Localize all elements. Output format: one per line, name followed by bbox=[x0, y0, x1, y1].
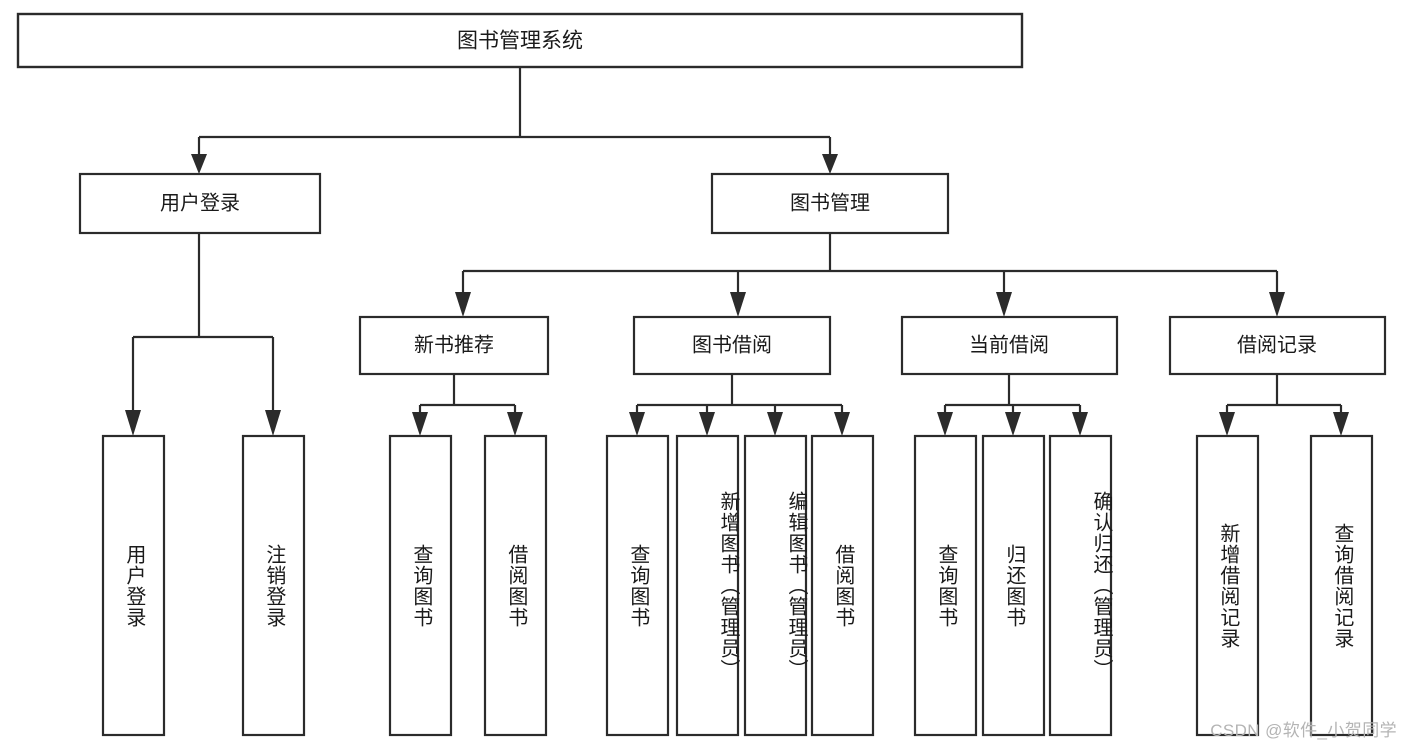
arrow-head-leaf-add-book bbox=[699, 412, 715, 436]
node-leaf-user-logout-box[interactable] bbox=[241, 434, 306, 737]
connector-book-borrow-to-leaves bbox=[629, 374, 850, 436]
node-book-manage-label: 图书管理 bbox=[790, 191, 870, 214]
arrow-head-leaf-confirm-return bbox=[1072, 412, 1088, 436]
arrow-head-current-borrow bbox=[996, 292, 1012, 317]
arrow-head-leaf-query-book-borrow bbox=[629, 412, 645, 436]
node-leaf-edit-book-box[interactable] bbox=[743, 434, 808, 737]
arrow-head-book-borrow bbox=[730, 292, 746, 317]
node-leaf-borrow-book-box[interactable] bbox=[810, 434, 875, 737]
node-leaf-borrow-book-rec-label: 借阅图书 bbox=[504, 543, 527, 628]
arrow-head-leaf-borrow-book-rec bbox=[507, 412, 523, 436]
node-book-borrow-box[interactable] bbox=[632, 315, 832, 376]
node-book-manage-box[interactable] bbox=[710, 172, 950, 235]
node-root-box[interactable] bbox=[16, 12, 1024, 69]
node-book-borrow[interactable]: 图书借阅 bbox=[632, 315, 832, 376]
node-leaf-add-record-box[interactable] bbox=[1195, 434, 1260, 737]
node-leaf-user-login-box[interactable] bbox=[101, 434, 166, 737]
node-leaf-edit-book-label: 编辑图书（管理员） bbox=[785, 491, 807, 680]
arrow-head-borrow-record bbox=[1269, 292, 1285, 317]
node-book-manage[interactable]: 图书管理 bbox=[710, 172, 950, 235]
arrow-head-new-book-recommend bbox=[455, 292, 471, 317]
node-current-borrow-box[interactable] bbox=[900, 315, 1119, 376]
csdn-watermark: CSDN @软件_小贺同学 bbox=[1210, 721, 1397, 740]
arrow-head-leaf-borrow-book bbox=[834, 412, 850, 436]
node-leaf-query-book-borrow-label: 查询图书 bbox=[626, 543, 649, 628]
arrow-head-leaf-user-login bbox=[125, 410, 141, 436]
node-user-login[interactable]: 用户登录 bbox=[78, 172, 322, 235]
arrow-head-leaf-return-book bbox=[1005, 412, 1021, 436]
node-leaf-add-book-box[interactable] bbox=[675, 434, 740, 737]
node-user-login-box[interactable] bbox=[78, 172, 322, 235]
node-new-book-recommend-box[interactable] bbox=[358, 315, 550, 376]
node-leaf-user-login-label: 用户登录 bbox=[122, 543, 145, 628]
node-leaf-add-book-label: 新增图书（管理员） bbox=[717, 491, 739, 680]
node-root-label: 图书管理系统 bbox=[457, 30, 583, 53]
arrow-head-leaf-query-record bbox=[1333, 412, 1349, 436]
node-root[interactable]: 图书管理系统 bbox=[16, 12, 1024, 69]
node-leaf-confirm-return-label: 确认归还（管理员） bbox=[1090, 491, 1112, 680]
node-borrow-record-box[interactable] bbox=[1168, 315, 1387, 376]
node-leaf-add-record-label: 新增借阅记录 bbox=[1216, 522, 1239, 649]
connector-current-borrow-to-leaves bbox=[937, 374, 1088, 436]
node-leaf-return-book-box[interactable] bbox=[981, 434, 1046, 737]
node-new-book-recommend[interactable]: 新书推荐 bbox=[358, 315, 550, 376]
connector-borrow-record-to-leaves bbox=[1219, 374, 1349, 436]
arrow-head-book-manage bbox=[822, 154, 838, 174]
node-book-borrow-label: 图书借阅 bbox=[692, 333, 772, 356]
arrow-head-leaf-query-book-rec bbox=[412, 412, 428, 436]
node-leaf-query-book-rec-box[interactable] bbox=[388, 434, 453, 737]
node-leaf-user-logout-label: 注销登录 bbox=[262, 543, 285, 628]
node-leaf-query-book-current-label: 查询图书 bbox=[934, 543, 957, 628]
arrow-head-leaf-query-book-current bbox=[937, 412, 953, 436]
node-leaf-return-book-label: 归还图书 bbox=[1002, 543, 1025, 628]
node-leaf-borrow-book-label: 借阅图书 bbox=[831, 543, 854, 628]
node-leaf-query-book-borrow-box[interactable] bbox=[605, 434, 670, 737]
node-leaf-confirm-return-box[interactable] bbox=[1048, 434, 1113, 737]
arrow-head-leaf-user-logout bbox=[265, 410, 281, 436]
node-new-book-recommend-label: 新书推荐 bbox=[414, 333, 494, 356]
connector-user-login-to-leaves bbox=[125, 233, 281, 436]
connector-new-book-recommend-to-leaves bbox=[412, 374, 523, 436]
connector-book-manage-to-level2 bbox=[455, 233, 1285, 317]
node-borrow-record-label: 借阅记录 bbox=[1237, 333, 1317, 356]
arrow-head-leaf-add-record bbox=[1219, 412, 1235, 436]
node-current-borrow[interactable]: 当前借阅 bbox=[900, 315, 1119, 376]
node-current-borrow-label: 当前借阅 bbox=[969, 333, 1049, 356]
node-leaf-borrow-book-rec-box[interactable] bbox=[483, 434, 548, 737]
node-leaf-query-record-box[interactable] bbox=[1309, 434, 1374, 737]
node-leaf-query-record-label: 查询借阅记录 bbox=[1330, 522, 1353, 649]
node-leaf-query-book-rec-label: 查询图书 bbox=[409, 543, 432, 628]
node-user-login-label: 用户登录 bbox=[160, 191, 240, 214]
arrow-head-user-login bbox=[191, 154, 207, 174]
arrow-head-leaf-edit-book bbox=[767, 412, 783, 436]
connector-root-to-level1 bbox=[191, 67, 838, 174]
node-borrow-record[interactable]: 借阅记录 bbox=[1168, 315, 1387, 376]
node-leaf-query-book-current-box[interactable] bbox=[913, 434, 978, 737]
